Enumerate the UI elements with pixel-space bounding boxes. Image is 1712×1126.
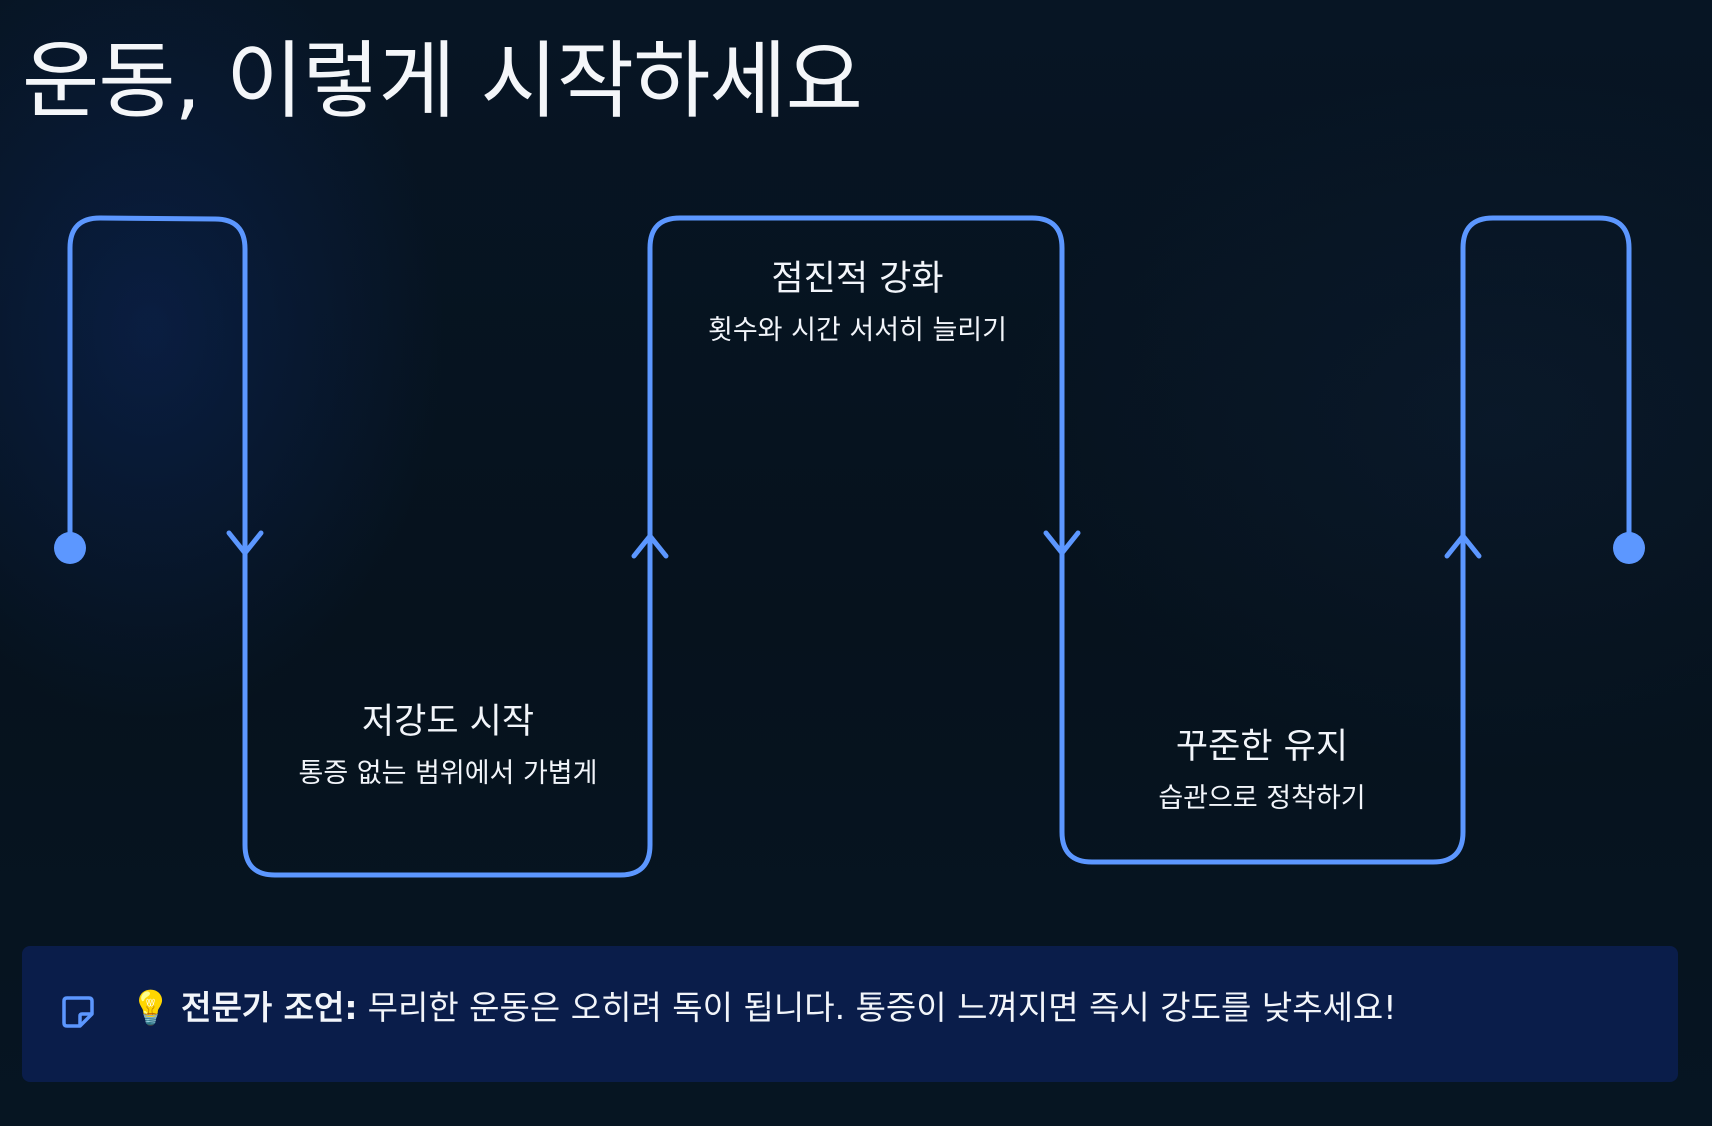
step-consistent-maintenance: 꾸준한 유지 습관으로 정착하기 <box>1112 725 1412 817</box>
end-dot <box>1613 532 1645 564</box>
expert-tip-callout: 💡전문가 조언:무리한 운동은 오히려 독이 됩니다. 통증이 느껴지면 즉시 … <box>22 946 1678 1082</box>
step-description: 통증 없는 범위에서 가볍게 <box>298 758 598 789</box>
step-description: 습관으로 정착하기 <box>1158 783 1366 814</box>
arrow-up-icon <box>631 533 669 559</box>
step-gradual-increase: 점진적 강화 횟수와 시간 서서히 늘리기 <box>705 257 1010 349</box>
step-title: 저강도 시작 <box>361 702 535 742</box>
step-title: 점진적 강화 <box>771 259 944 299</box>
step-title: 꾸준한 유지 <box>1175 727 1349 767</box>
lightbulb-icon: 💡 <box>130 988 172 1027</box>
note-icon <box>62 996 94 1028</box>
page-title: 운동, 이렇게 시작하세요 <box>22 32 863 130</box>
tip-label: 전문가 조언: <box>181 988 358 1027</box>
start-dot <box>54 532 86 564</box>
arrow-down-icon <box>226 530 264 556</box>
tip-message: 무리한 운동은 오히려 독이 됩니다. 통증이 느껴지면 즉시 강도를 낮추세요… <box>367 988 1397 1027</box>
flow-connector-1 <box>67 215 1632 878</box>
step-low-intensity: 저강도 시작 통증 없는 범위에서 가볍게 <box>298 700 598 792</box>
tip-text: 💡전문가 조언:무리한 운동은 오히려 독이 됩니다. 통증이 느껴지면 즉시 … <box>130 986 1397 1030</box>
arrow-down-icon <box>1043 530 1081 556</box>
step-description: 횟수와 시간 서서히 늘리기 <box>708 315 1007 346</box>
arrow-up-icon <box>1444 533 1482 559</box>
